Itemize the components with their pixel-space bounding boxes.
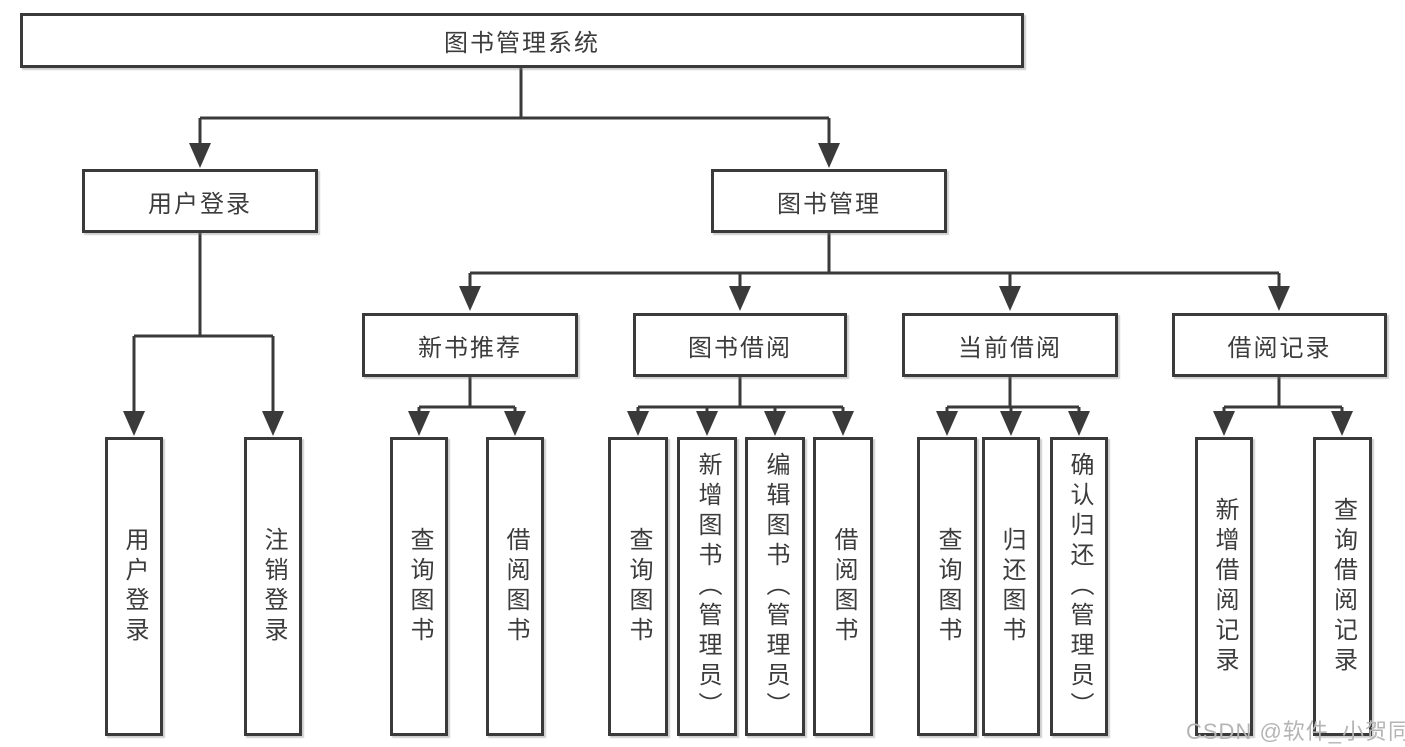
leaf-add-borrow-record: 新增借阅记录 — [1195, 437, 1253, 736]
leaf-borrow-books-recommend: 借阅图书 — [486, 437, 544, 736]
leaf-query-borrow-record: 查询借阅记录 — [1313, 437, 1372, 736]
leaf-query-books-recommend: 查询图书 — [390, 437, 448, 736]
leaf-edit-book-admin-label: 编辑图书（管理员） — [762, 451, 789, 722]
leaf-return-book: 归还图书 — [982, 437, 1040, 736]
leaf-query-books-current: 查询图书 — [917, 437, 977, 736]
leaf-query-books-borrow-label: 查询图书 — [625, 526, 652, 647]
leaf-query-books-recommend-label: 查询图书 — [406, 526, 433, 647]
leaf-user-login-label: 用户登录 — [121, 526, 148, 647]
node-borrow-records: 借阅记录 — [1172, 313, 1387, 377]
leaf-confirm-return-admin-label: 确认归还（管理员） — [1066, 451, 1093, 722]
arrowheads — [123, 143, 1353, 436]
leaf-query-borrow-record-label: 查询借阅记录 — [1329, 496, 1357, 677]
leaf-logout: 注销登录 — [244, 437, 302, 736]
leaf-borrow-books-label: 借阅图书 — [830, 526, 857, 647]
node-new-book-recommend: 新书推荐 — [362, 313, 578, 377]
node-book-borrow: 图书借阅 — [633, 313, 847, 377]
leaf-logout-label: 注销登录 — [260, 526, 287, 647]
leaf-add-borrow-record-label: 新增借阅记录 — [1211, 496, 1238, 677]
leaf-add-book-admin: 新增图书（管理员） — [677, 437, 737, 736]
node-root-label: 图书管理系统 — [444, 30, 600, 57]
node-book-management-label: 图书管理 — [777, 190, 881, 218]
leaf-confirm-return-admin: 确认归还（管理员） — [1050, 437, 1108, 736]
leaf-return-book-label: 归还图书 — [998, 526, 1025, 647]
leaf-query-books-current-label: 查询图书 — [934, 526, 961, 647]
node-borrow-records-label: 借阅记录 — [1227, 334, 1332, 362]
leaf-borrow-books: 借阅图书 — [813, 437, 873, 736]
node-current-borrow: 当前借阅 — [902, 313, 1118, 377]
node-book-borrow-label: 图书借阅 — [688, 334, 792, 362]
leaf-edit-book-admin: 编辑图书（管理员） — [745, 437, 805, 736]
leaf-user-login: 用户登录 — [105, 437, 163, 736]
node-book-management: 图书管理 — [711, 169, 947, 233]
node-current-borrow-label: 当前借阅 — [958, 334, 1062, 362]
node-root: 图书管理系统 — [20, 13, 1024, 68]
node-new-book-recommend-label: 新书推荐 — [418, 334, 522, 362]
csdn-watermark: CSDN @软件_小贺同学 — [1186, 719, 1405, 744]
leaf-query-books-borrow: 查询图书 — [608, 437, 668, 736]
leaf-borrow-books-recommend-label: 借阅图书 — [502, 526, 529, 647]
leaf-add-book-admin-label: 新增图书（管理员） — [694, 451, 721, 722]
node-user-login: 用户登录 — [82, 169, 318, 233]
node-user-login-label: 用户登录 — [148, 190, 252, 218]
